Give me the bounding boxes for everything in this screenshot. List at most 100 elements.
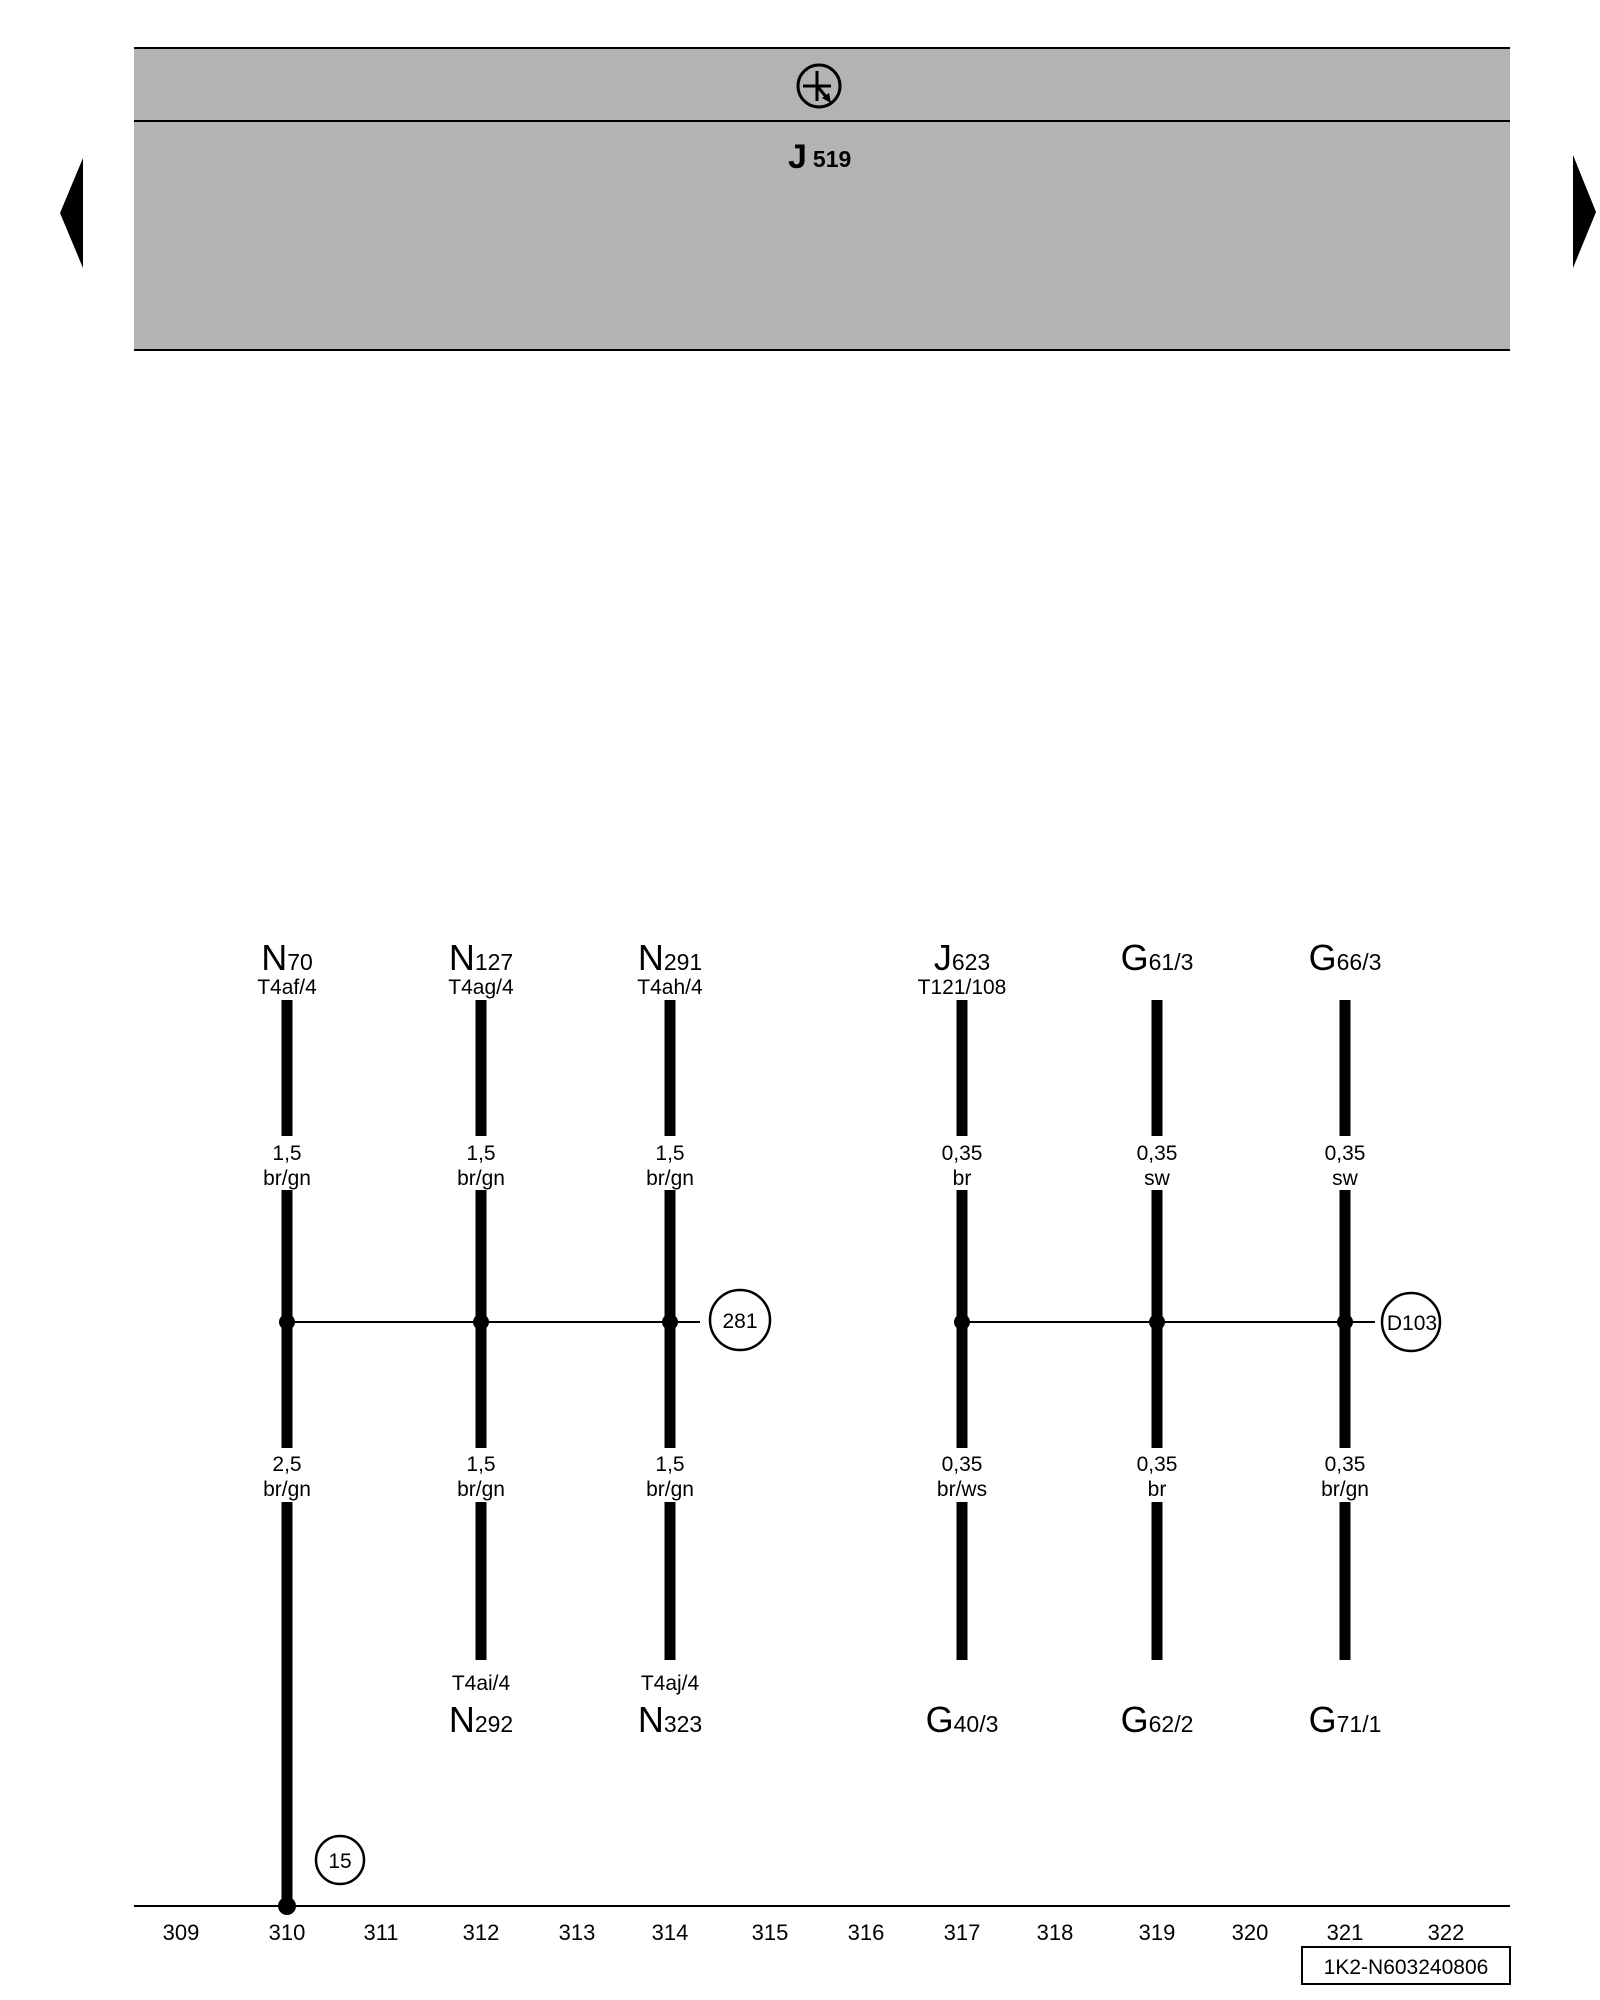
upper-wire-color-label: br	[953, 1167, 972, 1190]
column-number: 319	[1139, 1920, 1176, 1945]
next-page-arrow[interactable]	[1573, 155, 1596, 268]
top-component-main: J	[934, 937, 952, 978]
wire-top-component-label: N70	[261, 937, 313, 978]
wire-group: N70T4af/41,5br/gn2,5br/gnN127T4ag/41,5br…	[257, 937, 1381, 1915]
column-number: 316	[848, 1920, 885, 1945]
top-component-main: G	[1121, 937, 1149, 978]
bottom-connector-label: T4ai/4	[452, 1672, 511, 1695]
bus-node-d103[interactable]: D103	[1380, 1291, 1442, 1353]
top-connector-label: T4af/4	[257, 976, 317, 999]
bottom-component-main: N	[638, 1699, 664, 1740]
top-component-sub: 66/3	[1337, 949, 1382, 975]
upper-wire-size-label: 0,35	[1137, 1142, 1178, 1165]
lower-wire-size-label: 2,5	[272, 1453, 301, 1476]
wire-top-component-label: J623	[934, 937, 990, 978]
wire-bottom-component-label: G71/1	[1309, 1699, 1382, 1740]
lower-wire-color-label: br/gn	[646, 1478, 694, 1501]
lower-wire-size-label: 0,35	[1325, 1453, 1366, 1476]
bottom-component-main: G	[926, 1699, 954, 1740]
column-number: 313	[559, 1920, 596, 1945]
column-number: 314	[652, 1920, 689, 1945]
column-number: 310	[269, 1920, 306, 1945]
upper-wire-color-label: br/gn	[646, 1167, 694, 1190]
lower-wire-color-label: br/gn	[457, 1478, 505, 1501]
wire-bottom-component-label: G40/3	[926, 1699, 999, 1740]
bus-node-281[interactable]: 281	[708, 1288, 772, 1352]
column-number: 309	[163, 1920, 200, 1945]
upper-wire-color-label: sw	[1144, 1167, 1171, 1190]
column-number: 322	[1428, 1920, 1465, 1945]
top-component-sub: 291	[664, 949, 702, 975]
bottom-component-main: G	[1121, 1699, 1149, 1740]
junction-dot	[1149, 1314, 1165, 1330]
upper-wire-size-label: 0,35	[942, 1142, 983, 1165]
column-number: 315	[752, 1920, 789, 1945]
upper-wire-color-label: br/gn	[263, 1167, 311, 1190]
header-component-sub: 519	[813, 146, 851, 172]
top-component-sub: 127	[475, 949, 513, 975]
lower-wire-size-label: 1,5	[466, 1453, 495, 1476]
top-connector-label: T4ag/4	[448, 976, 514, 999]
bottom-component-sub: 71/1	[1337, 1711, 1382, 1737]
top-connector-label: T4ah/4	[637, 976, 703, 999]
lower-wire-size-label: 1,5	[655, 1453, 684, 1476]
upper-wire-color-label: br/gn	[457, 1167, 505, 1190]
upper-wire-size-label: 1,5	[272, 1142, 301, 1165]
lower-wire-color-label: br/ws	[937, 1478, 987, 1501]
wire-bottom-component-label: N292	[449, 1699, 513, 1740]
junction-dot	[473, 1314, 489, 1330]
junction-dot	[954, 1314, 970, 1330]
document-id-label: 1K2-N603240806	[1324, 1956, 1489, 1979]
top-component-main: N	[638, 937, 664, 978]
column-number: 320	[1232, 1920, 1269, 1945]
bottom-connector-label: T4aj/4	[641, 1672, 700, 1695]
upper-wire-color-label: sw	[1332, 1167, 1359, 1190]
column-number: 311	[363, 1920, 398, 1945]
junction-dot	[662, 1314, 678, 1330]
bottom-component-sub: 292	[475, 1711, 513, 1737]
upper-wire-size-label: 1,5	[655, 1142, 684, 1165]
wire-top-component-label: N127	[449, 937, 513, 978]
top-component-sub: 70	[287, 949, 313, 975]
junction-dot	[279, 1314, 295, 1330]
bottom-component-sub: 323	[664, 1711, 702, 1737]
ground-circle-arrow-icon	[796, 63, 842, 109]
column-numbers: 309 310 311 312 313 314 315 316 317 318 319 320 321 3…	[163, 1920, 1465, 1945]
bus-node-d103-label: D103	[1387, 1312, 1437, 1335]
wire-top-component-label: G66/3	[1309, 937, 1382, 978]
wire-top-component-label: N291	[638, 937, 702, 978]
top-component-main: N	[261, 937, 287, 978]
lower-wire-color-label: br/gn	[1321, 1478, 1369, 1501]
bus-node-281-label: 281	[722, 1310, 757, 1333]
bottom-component-sub: 40/3	[954, 1711, 999, 1737]
wire-bottom-component-label: N323	[638, 1699, 702, 1740]
lower-wire-color-label: br	[1148, 1478, 1167, 1501]
bottom-component-main: G	[1309, 1699, 1337, 1740]
top-component-sub: 623	[952, 949, 990, 975]
column-number: 321	[1327, 1920, 1364, 1945]
column-number: 312	[463, 1920, 500, 1945]
wire-top-component-label: G61/3	[1121, 937, 1194, 978]
terminal-15-node[interactable]: 15	[314, 1834, 366, 1886]
bottom-component-main: N	[449, 1699, 475, 1740]
lower-wire-size-label: 0,35	[942, 1453, 983, 1476]
header-band	[134, 48, 1510, 350]
lower-wire-color-label: br/gn	[263, 1478, 311, 1501]
column-number: 318	[1037, 1920, 1074, 1945]
bottom-component-sub: 62/2	[1149, 1711, 1194, 1737]
junction-dot	[1337, 1314, 1353, 1330]
prev-page-arrow[interactable]	[60, 158, 83, 268]
top-connector-label: T121/108	[918, 976, 1007, 999]
column-number: 317	[944, 1920, 981, 1945]
terminal-15-label: 15	[328, 1850, 351, 1873]
wire-bottom-component-label: G62/2	[1121, 1699, 1194, 1740]
document-id-box: 1K2-N603240806	[1301, 1946, 1511, 1985]
